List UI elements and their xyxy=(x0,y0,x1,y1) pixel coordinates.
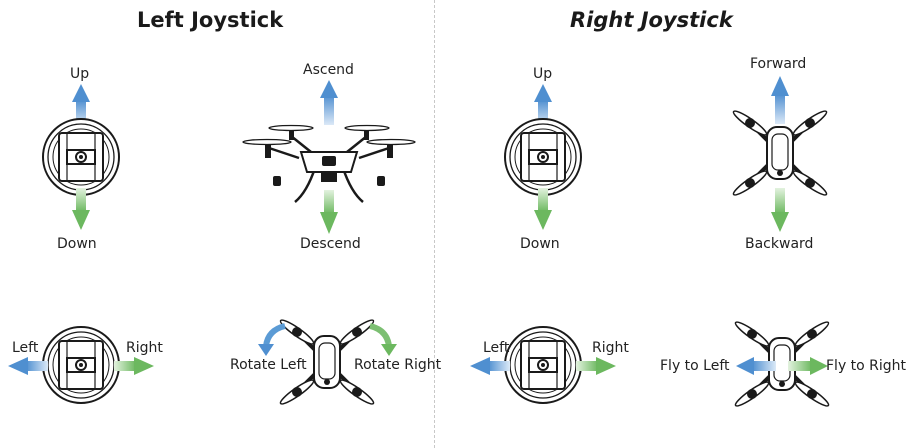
throttle-down-label: Down xyxy=(57,236,97,252)
yaw-right-label: Right xyxy=(126,340,163,356)
fly-right-arrow xyxy=(788,357,828,375)
pitch-down-label: Down xyxy=(520,236,560,252)
throttle-up-label: Up xyxy=(70,66,90,82)
backward-label: Backward xyxy=(745,236,814,252)
ascend-label: Ascend xyxy=(303,62,354,78)
descend-label: Descend xyxy=(300,236,361,252)
fly-left-arrow xyxy=(736,357,776,375)
section-divider xyxy=(434,0,435,448)
forward-label: Forward xyxy=(750,56,807,72)
left-joystick-title: Left Joystick xyxy=(137,8,284,32)
pitch-up-label: Up xyxy=(533,66,553,82)
roll-left-arrow xyxy=(470,357,510,375)
yaw-right-arrow xyxy=(114,357,154,375)
right-joystick-roll-icon xyxy=(504,326,582,404)
fly-right-label: Fly to Right xyxy=(826,358,907,374)
rotate-right-arrow xyxy=(369,323,397,356)
pitch-down-arrow xyxy=(534,188,552,230)
rotate-right-label: Rotate Right xyxy=(354,357,442,373)
forward-arrow xyxy=(771,76,789,124)
fly-left-label: Fly to Left xyxy=(660,358,730,374)
rotate-left-label: Rotate Left xyxy=(230,357,307,373)
left-joystick-throttle-icon xyxy=(42,118,120,196)
roll-right-arrow xyxy=(576,357,616,375)
yaw-left-label: Left xyxy=(12,340,39,356)
roll-right-label: Right xyxy=(592,340,629,356)
backward-arrow xyxy=(771,188,789,232)
left-joystick-yaw-icon xyxy=(42,326,120,404)
ascend-arrow xyxy=(320,80,338,125)
throttle-down-arrow xyxy=(72,188,90,230)
rotate-left-arrow xyxy=(258,323,286,356)
right-joystick-pitch-icon xyxy=(504,118,582,196)
descend-arrow xyxy=(320,190,338,234)
throttle-up-arrow xyxy=(72,84,90,126)
right-joystick-title: Right Joystick xyxy=(570,8,733,32)
roll-left-label: Left xyxy=(483,340,510,356)
yaw-left-arrow xyxy=(8,357,48,375)
pitch-up-arrow xyxy=(534,84,552,126)
